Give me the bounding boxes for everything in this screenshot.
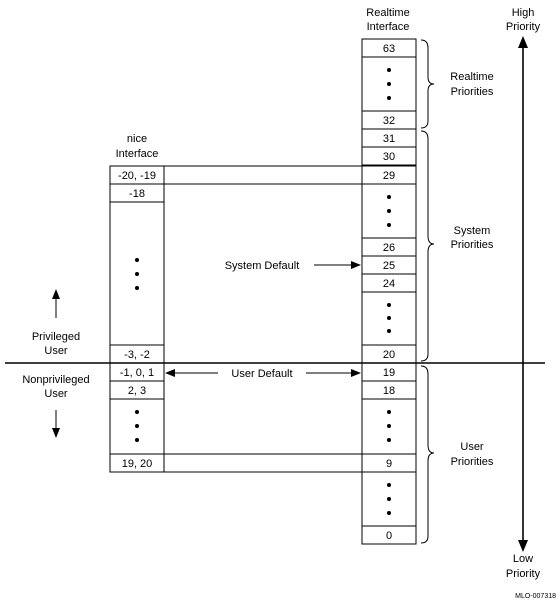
realtime-cell [361,525,417,545]
system-priorities-label-2: Priorities [451,239,494,251]
system-priorities-label-1: System [454,225,491,237]
realtime-cell-label: 9 [386,458,392,470]
ellipsis-dot [387,329,391,333]
low-priority-label-1: Low [513,553,533,565]
ellipsis-dot [387,82,391,86]
privileged-up-arrow [52,289,60,299]
ellipsis-dot [387,497,391,501]
realtime-cell-label: 20 [383,349,395,361]
ellipsis-dot [135,286,139,290]
ellipsis-dot [387,68,391,72]
nice-cell-label: -18 [129,188,145,200]
realtime-cell-label: 24 [383,278,395,290]
realtime-priorities-label-1: Realtime [450,71,493,83]
ellipsis-dot [387,195,391,199]
nice-column: -20, -19 -18 -3, -2 -1, 0, 1 2, 3 19, 20 [109,165,165,473]
figure-id: MLO-007318 [515,593,556,600]
realtime-cell-label: 29 [383,170,395,182]
realtime-column: 63 32 31 30 29 26 25 24 20 19 18 [361,38,417,545]
ellipsis-dot [387,424,391,428]
ellipsis-dot [135,272,139,276]
ellipsis-dot [387,316,391,320]
ellipsis-dot [387,438,391,442]
nice-cell-label: -3, -2 [124,349,150,361]
realtime-interface-heading-1: Realtime [366,7,409,19]
realtime-priorities-label-2: Priorities [451,86,494,98]
ellipsis-dot [135,438,139,442]
realtime-cell-label: 18 [383,385,395,397]
ellipsis-dot [387,511,391,515]
nice-cell [109,453,165,473]
ellipsis-dot [135,410,139,414]
nonprivileged-down-arrow [52,428,60,438]
realtime-cell-label: 26 [383,242,395,254]
realtime-cell-label: 19 [383,367,395,379]
high-priority-label-1: High [512,7,535,19]
nice-interface-heading-1: nice [127,133,147,145]
realtime-cell-label: 0 [386,530,392,542]
privileged-label-1: Privileged [32,331,80,343]
ellipsis-dot [135,258,139,262]
nice-cell-label: 19, 20 [122,458,153,470]
realtime-cell-label: 63 [383,43,395,55]
user-default-label: User Default [231,368,292,380]
ellipsis-dot [135,424,139,428]
ellipsis-dot [387,410,391,414]
ellipsis-dot [387,483,391,487]
realtime-interface-heading-2: Interface [367,21,410,33]
realtime-priorities-brace [420,39,435,129]
ellipsis-dot [387,96,391,100]
high-priority-label-2: Priority [506,21,541,33]
low-priority-label-2: Priority [506,568,541,580]
nonprivileged-label-2: User [44,388,68,400]
system-priorities-brace [420,130,435,362]
nice-cell-label: -20, -19 [118,170,156,182]
ellipsis-dot [387,223,391,227]
ellipsis-dot [387,303,391,307]
realtime-cell-label: 32 [383,115,395,127]
privileged-label-2: User [44,345,68,357]
priority-axis-down-arrow [518,540,528,552]
user-priorities-brace [420,365,435,544]
nice-interface-heading-2: Interface [116,148,159,160]
user-priorities-label-1: User [460,441,484,453]
user-priorities-label-2: Priorities [451,456,494,468]
realtime-cell-label: 30 [383,151,395,163]
nice-cell-label: -1, 0, 1 [120,367,154,379]
realtime-cell-label: 31 [383,133,395,145]
system-default-label: System Default [225,260,300,272]
priority-axis-up-arrow [518,36,528,48]
realtime-cell [361,146,417,166]
realtime-cell-label: 25 [383,260,395,272]
nice-cell-label: 2, 3 [128,385,146,397]
ellipsis-dot [387,209,391,213]
nonprivileged-label-1: Nonprivileged [22,374,89,386]
